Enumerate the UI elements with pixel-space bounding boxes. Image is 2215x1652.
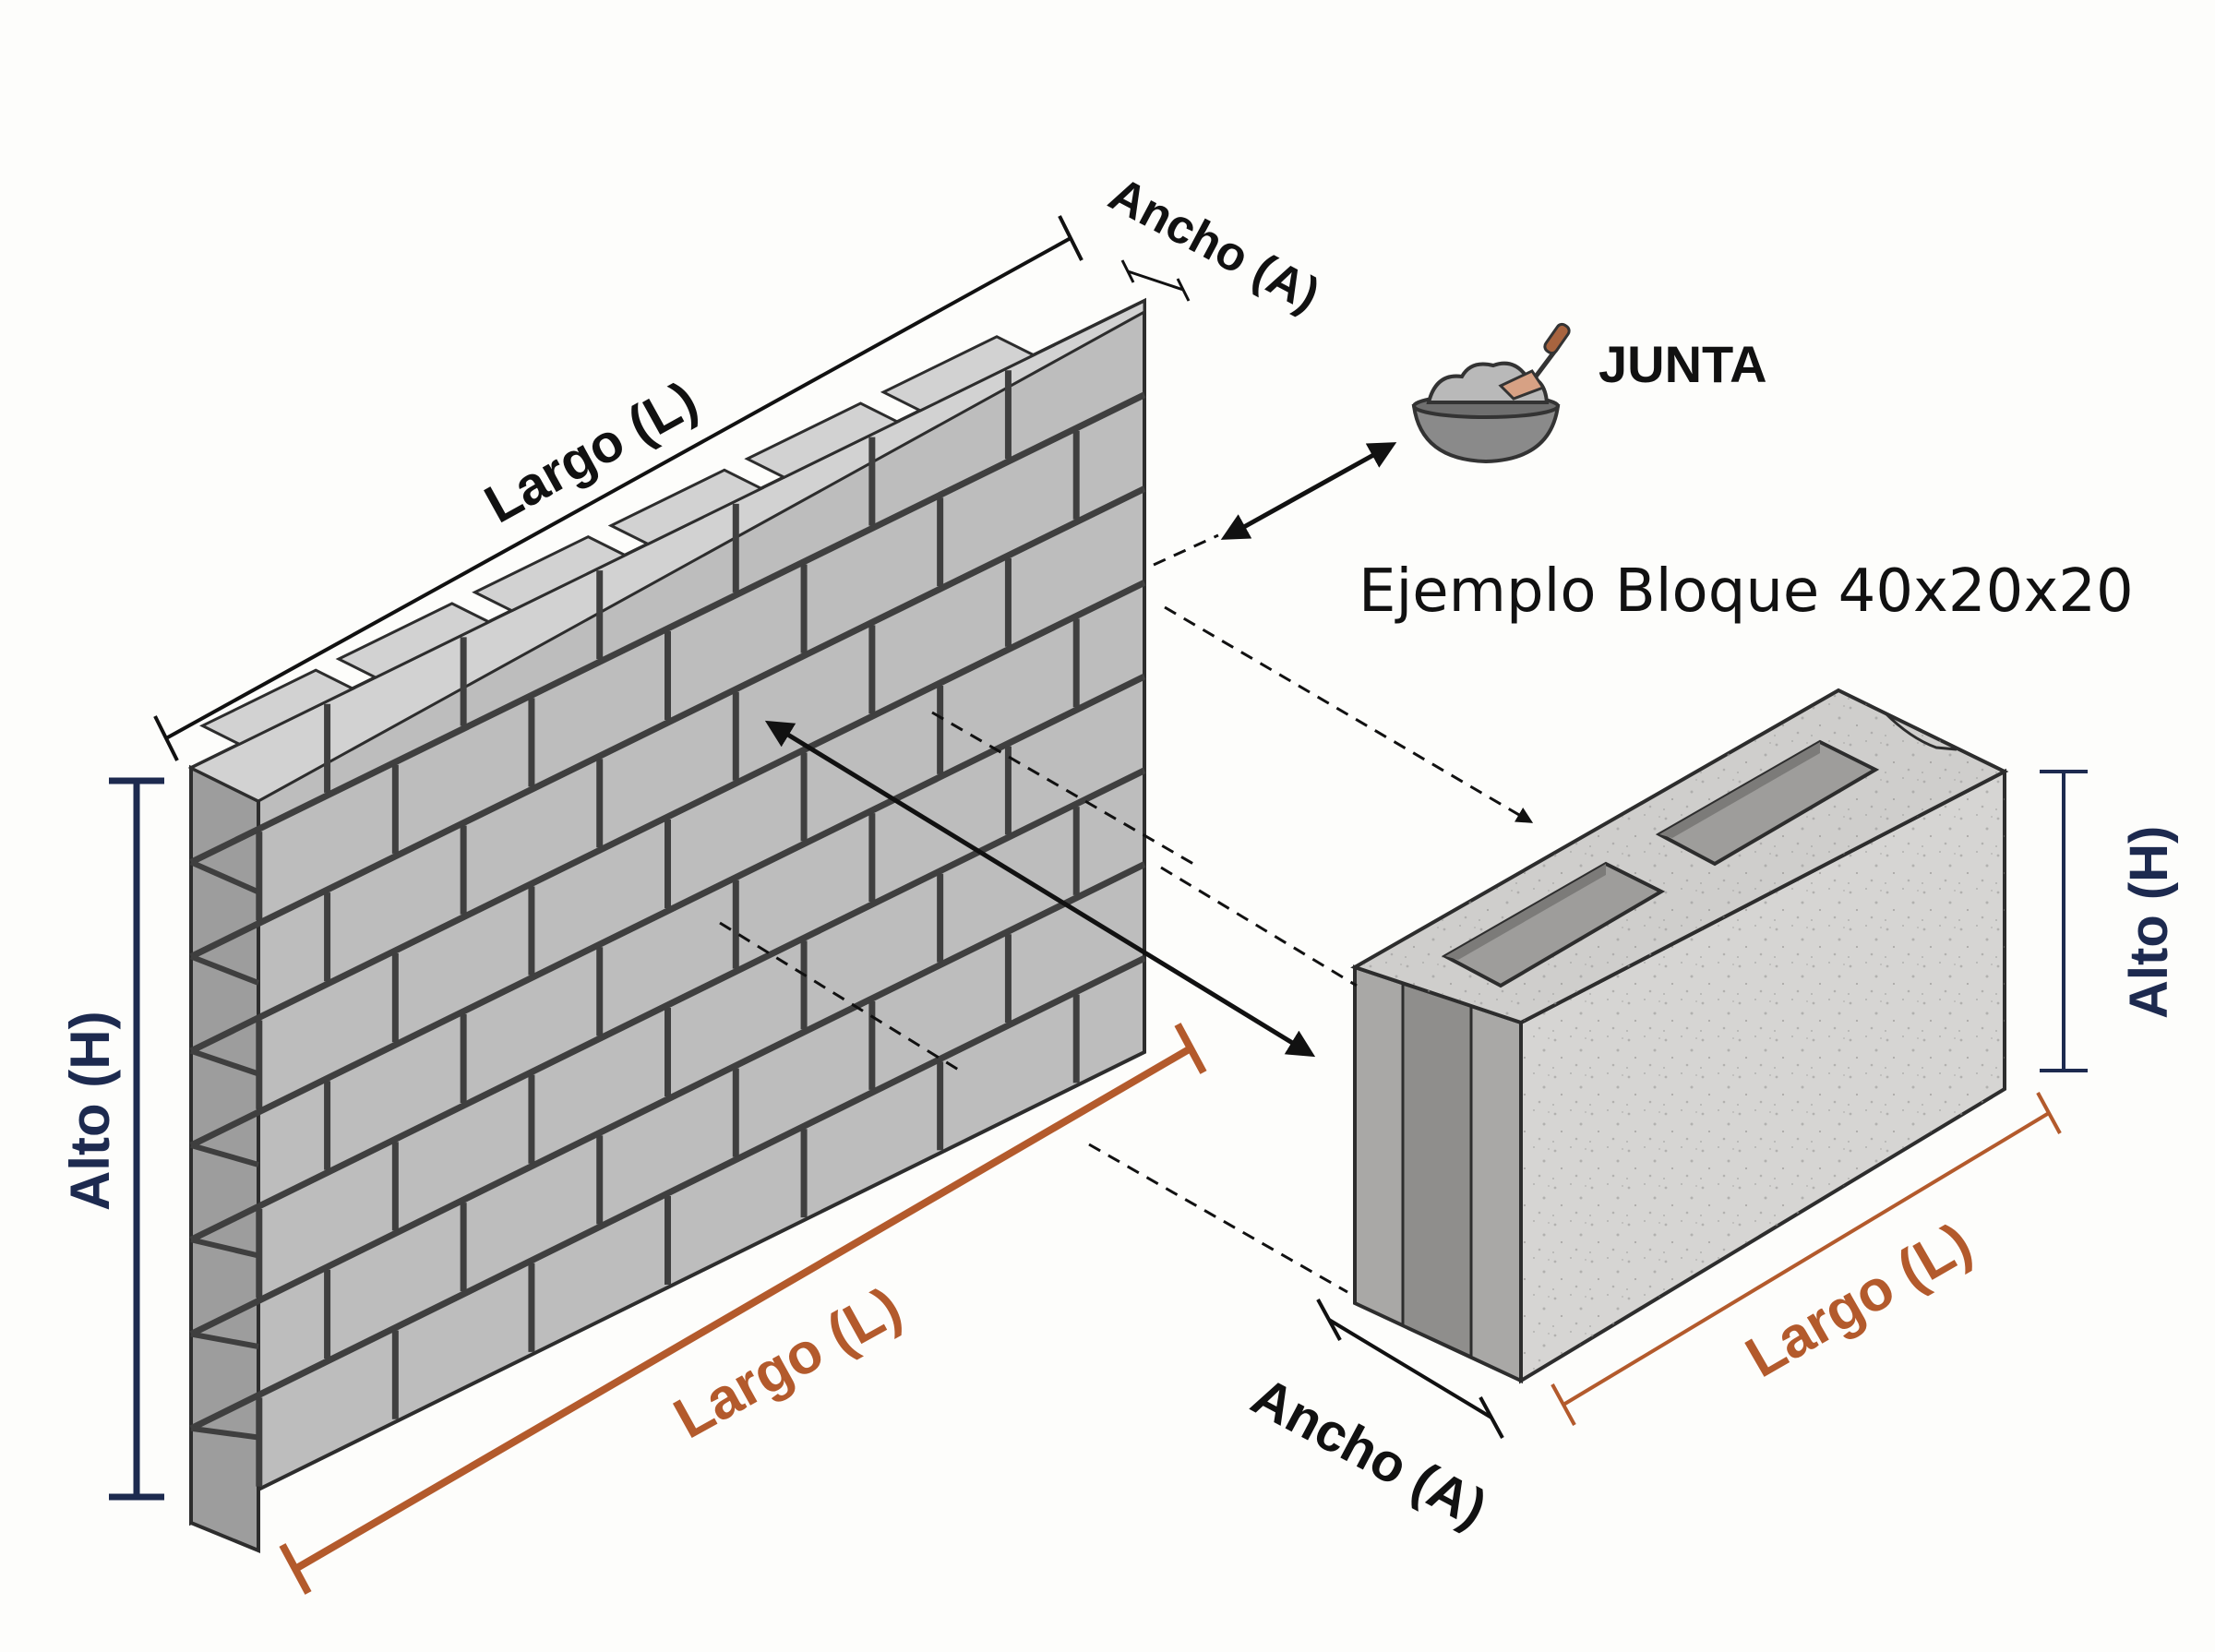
wall-bed-joint bbox=[189, 485, 1146, 960]
wall-end-joint bbox=[190, 1047, 259, 1077]
wall-end-joint bbox=[190, 1425, 259, 1441]
block-title: Ejemplo Bloque 40x20x20 bbox=[1359, 557, 2134, 626]
block-core-left bbox=[1441, 861, 1666, 988]
wall-alto-label: Alto (H) bbox=[59, 1011, 121, 1211]
wall-end-joint bbox=[189, 859, 260, 895]
block-core-right bbox=[1655, 739, 1880, 867]
wall-bottom-largo-dimension bbox=[279, 1023, 1207, 1595]
wall-top-block bbox=[335, 602, 493, 679]
wall-end-joint bbox=[190, 1237, 259, 1259]
wall-alto-dimension bbox=[109, 777, 164, 1501]
block-ancho-label: Ancho (A) bbox=[1242, 1366, 1496, 1538]
junta-label: JUNTA bbox=[1598, 335, 1767, 393]
concrete-block bbox=[1350, 688, 2009, 1384]
block-wall bbox=[187, 297, 1146, 1553]
wall-ancho-label: Ancho (A) bbox=[1100, 167, 1328, 322]
block-alto-label: Alto (H) bbox=[2119, 826, 2179, 1019]
wall-to-block-arrow bbox=[764, 720, 1316, 1058]
wall-bottom-largo-label: Largo (L) bbox=[664, 1275, 911, 1452]
wall-top-block bbox=[607, 468, 765, 546]
block-top-notch bbox=[1883, 711, 1958, 751]
block-alto-dimension bbox=[2040, 770, 2088, 1072]
wall-end-joint bbox=[190, 1143, 259, 1167]
wall-bed-joint bbox=[189, 391, 1146, 866]
block-ancho-dimension bbox=[1316, 1299, 1504, 1439]
wall-top-largo-dimension bbox=[153, 215, 1084, 761]
mortar-bowl-trowel-icon bbox=[1411, 322, 1571, 464]
wall-end-joint bbox=[189, 953, 260, 986]
block-end-groove bbox=[1401, 981, 1473, 1359]
block-largo-dimension bbox=[1550, 1092, 2062, 1426]
joint-arrow bbox=[1220, 442, 1397, 540]
wall-end-joint bbox=[190, 1331, 259, 1349]
wall-bed-joint bbox=[189, 580, 1146, 1054]
wall-top-block bbox=[199, 668, 356, 747]
wall-top-block bbox=[472, 534, 629, 613]
wall-top-course bbox=[199, 335, 1037, 747]
wall-top-block bbox=[880, 335, 1037, 413]
wall-ancho-dimension bbox=[1120, 259, 1191, 302]
wall-top-block bbox=[744, 401, 901, 479]
